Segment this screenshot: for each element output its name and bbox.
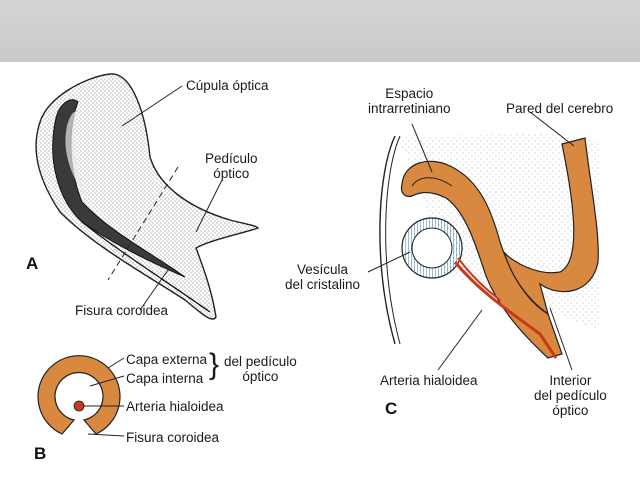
- panel-label-b: B: [34, 444, 47, 463]
- label-vesicula-line2: del cristalino: [285, 277, 361, 292]
- label-pediculo-line2: óptico: [213, 166, 250, 181]
- label-interior-del-pediculo: Interior del pedículo óptico: [534, 373, 607, 418]
- label-cupula-optica: Cúpula óptica: [186, 78, 269, 93]
- panel-label-c: C: [385, 399, 398, 418]
- label-espacio-line1: Espacio: [385, 86, 434, 101]
- leader-cupula: [121, 85, 183, 127]
- panel-label-a: A: [26, 254, 39, 273]
- leader-arteria-c: [437, 309, 483, 371]
- leader-fisura-a: [139, 269, 169, 311]
- label-interior-line1: Interior: [549, 373, 592, 388]
- leader-pediculo: [195, 179, 223, 233]
- brace-symbol: }: [209, 348, 220, 381]
- label-pared-del-cerebro: Pared del cerebro: [506, 101, 614, 116]
- sagittal-section: [379, 134, 600, 359]
- leader-capa-interna: [89, 375, 125, 387]
- label-fisura-coroidea-b: Fisura coroidea: [126, 430, 220, 445]
- label-vesicula-del-cristalino: Vesícula del cristalino: [285, 262, 360, 292]
- label-pediculo-optico: Pedículo óptico: [205, 151, 258, 181]
- optic-cup-drawing: [35, 73, 260, 320]
- leader-fisura-b: [87, 433, 125, 437]
- label-del-pediculo-line2: óptico: [242, 369, 279, 384]
- label-capa-interna: Capa interna: [126, 371, 204, 386]
- label-arteria-hialoidea-c: Arteria hialoidea: [380, 373, 478, 388]
- label-espacio-line2: intrarretiniano: [368, 101, 451, 116]
- leader-capa-externa: [107, 357, 125, 369]
- label-fisura-coroidea-a: Fisura coroidea: [75, 303, 169, 318]
- label-capa-externa: Capa externa: [126, 352, 208, 367]
- leader-pared: [529, 111, 575, 147]
- leader-interior: [549, 307, 573, 371]
- leader-vesicula: [367, 251, 411, 273]
- cross-section: [37, 355, 121, 435]
- title-bar: [0, 0, 640, 62]
- label-del-pediculo: del pedículo óptico: [224, 354, 297, 384]
- label-interior-line3: óptico: [552, 403, 589, 418]
- leader-espacio: [411, 123, 433, 173]
- diagram-canvas: [35, 73, 600, 437]
- label-espacio-intrarretiniano: Espacio intrarretiniano: [368, 86, 451, 116]
- label-del-pediculo-line1: del pedículo: [224, 354, 297, 369]
- label-pediculo-line1: Pedículo: [205, 151, 258, 166]
- label-vesicula-line1: Vesícula: [297, 262, 349, 277]
- label-interior-line2: del pedículo: [534, 388, 607, 403]
- label-arteria-hialoidea-b: Arteria hialoidea: [126, 399, 224, 414]
